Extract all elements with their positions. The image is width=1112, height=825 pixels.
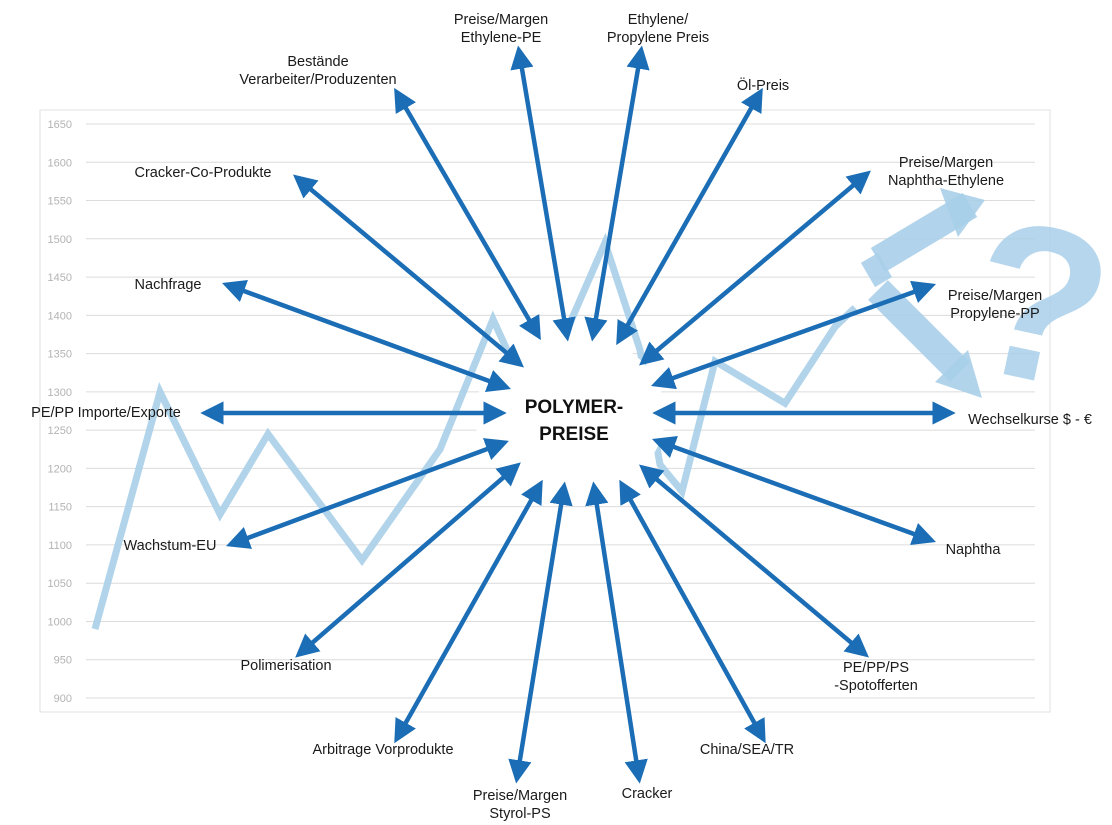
factor-label: Nachfrage: [135, 277, 202, 293]
y-tick-label: 1600: [48, 157, 72, 169]
y-tick-label: 1400: [48, 310, 72, 322]
factor-label: Wechselkurse $ - €: [968, 412, 1092, 428]
factor-label: China/SEA/TR: [700, 742, 794, 758]
factor-label: -Spotofferten: [834, 678, 918, 694]
factor-label: Styrol-PS: [489, 806, 550, 822]
y-tick-label: 1550: [48, 196, 72, 208]
factor-label: PE/PP/PS: [843, 660, 909, 676]
center-node: POLYMER- PREISE: [475, 333, 665, 497]
y-tick-label: 1250: [48, 425, 72, 437]
factor-label: Propylene Preis: [607, 30, 709, 46]
big-light-arrow-head-down: [935, 350, 982, 398]
double-arrow: [508, 481, 573, 784]
y-tick-label: 1150: [48, 502, 72, 514]
y-tick-label: 1200: [48, 463, 72, 475]
y-tick-label: 1500: [48, 234, 72, 246]
big-light-arrow-back: [860, 252, 893, 288]
big-light-arrow-head-up: [940, 188, 985, 237]
factor-label: Bestände: [287, 54, 348, 70]
y-tick-label: 1000: [48, 616, 72, 628]
center-circle: [475, 333, 665, 497]
y-tick-label: 950: [54, 655, 72, 667]
double-arrow: [585, 481, 648, 784]
double-arrow: [222, 280, 511, 392]
factor-label: Naphtha: [946, 542, 1002, 558]
factor-labels: Preise/MargenEthylene-PEEthylene/Propyle…: [31, 12, 1092, 822]
factor-label: Verarbeiter/Produzenten: [239, 72, 396, 88]
double-arrow: [650, 280, 937, 390]
factor-label: Naphtha-Ethylene: [888, 173, 1004, 189]
factor-label: Arbitrage Vorprodukte: [312, 742, 453, 758]
y-tick-label: 1100: [48, 540, 72, 552]
factor-label: PE/PP Importe/Exporte: [31, 405, 181, 421]
factor-arrows: [200, 45, 956, 784]
decorative-overlay: ?: [860, 170, 1112, 438]
factor-label: Öl-Preis: [737, 76, 789, 94]
center-label-line-1: POLYMER-: [525, 397, 624, 418]
factor-label: Ethylene-PE: [461, 30, 542, 46]
factor-label: Preise/Margen: [454, 12, 548, 28]
center-label-line-2: PREISE: [539, 424, 609, 445]
factor-label: Preise/Margen: [948, 288, 1042, 304]
y-tick-label: 1050: [48, 578, 72, 590]
factor-label: Preise/Margen: [899, 155, 993, 171]
factor-label: Ethylene/: [628, 12, 689, 28]
factor-label: Wachstum-EU: [124, 538, 217, 554]
y-tick-label: 1300: [48, 387, 72, 399]
y-tick-label: 1650: [48, 119, 72, 131]
y-tick-label: 1450: [48, 272, 72, 284]
y-tick-label: 1350: [48, 349, 72, 361]
factor-label: Preise/Margen: [473, 788, 567, 804]
factor-label: Polimerisation: [240, 658, 331, 674]
y-axis-ticks: 1650 1600 1550 1500 1450 1400 1350 1300 1250 1200…: [48, 119, 72, 705]
factor-label: Propylene-PP: [950, 306, 1039, 322]
factor-label: Cracker-Co-Produkte: [135, 165, 272, 181]
factor-label: Cracker: [622, 786, 673, 802]
y-tick-label: 900: [54, 693, 72, 705]
